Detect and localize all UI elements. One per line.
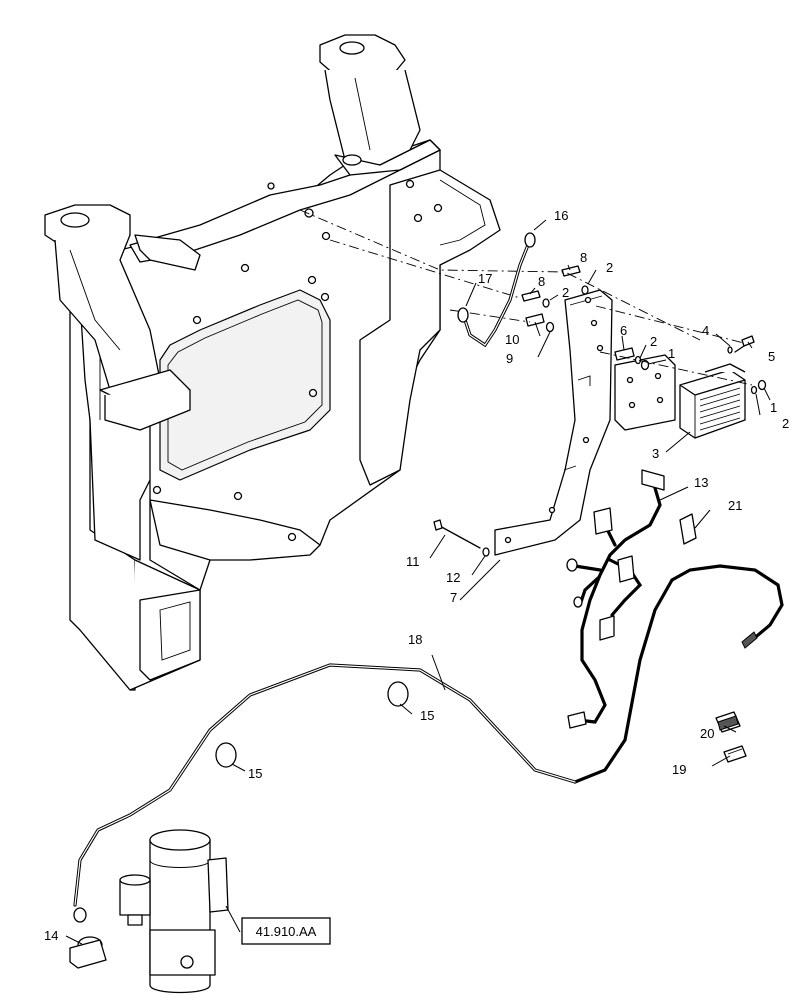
callout-3: 3 <box>652 446 659 461</box>
callout-15: 15 <box>420 708 434 723</box>
callout-11: 11 <box>406 554 420 569</box>
wiring-harness <box>566 469 665 729</box>
fastener-hardware <box>433 265 767 557</box>
callout-16: 16 <box>554 208 568 223</box>
callout-6: 6 <box>620 323 627 338</box>
reference-box: 41.910.AA <box>241 917 331 945</box>
fuse-components <box>715 711 747 763</box>
callout-17: 17 <box>478 271 492 286</box>
callout-2: 2 <box>650 334 657 349</box>
disconnect-switch <box>69 936 107 969</box>
callout-8: 8 <box>538 274 545 289</box>
callout-12: 12 <box>446 570 460 585</box>
callout-5: 5 <box>768 349 775 364</box>
power-cable <box>573 513 784 784</box>
callout-2: 2 <box>562 285 569 300</box>
callout-2: 2 <box>606 260 613 275</box>
reference-label: 41.910.AA <box>256 924 317 939</box>
main-cable <box>73 663 577 923</box>
callout-18: 18 <box>408 632 422 647</box>
callout-13: 13 <box>694 475 708 490</box>
relay-module <box>679 363 746 439</box>
callout-2: 2 <box>782 416 789 431</box>
callout-10: 10 <box>505 332 519 347</box>
callout-9: 9 <box>506 351 513 366</box>
callout-7: 7 <box>450 590 457 605</box>
callout-labels: 1 1 2 2 2 2 3 4 5 6 7 8 8 9 10 11 12 13 … <box>44 208 789 943</box>
callout-1: 1 <box>668 346 675 361</box>
callout-14: 14 <box>44 928 58 943</box>
leader-lines <box>65 219 771 945</box>
callout-21: 21 <box>728 498 742 513</box>
left-lift-tower <box>44 204 201 431</box>
battery-assembly <box>119 829 229 994</box>
callout-1: 1 <box>770 400 777 415</box>
callout-8: 8 <box>580 250 587 265</box>
callout-4: 4 <box>702 323 709 338</box>
ground-strap <box>457 232 536 348</box>
frame-bolts <box>152 179 443 542</box>
callout-19: 19 <box>672 762 686 777</box>
mounting-bracket <box>494 289 676 556</box>
cable-clips <box>215 681 409 768</box>
right-lift-tower <box>319 34 441 176</box>
callout-20: 20 <box>700 726 714 741</box>
callout-15: 15 <box>248 766 262 781</box>
